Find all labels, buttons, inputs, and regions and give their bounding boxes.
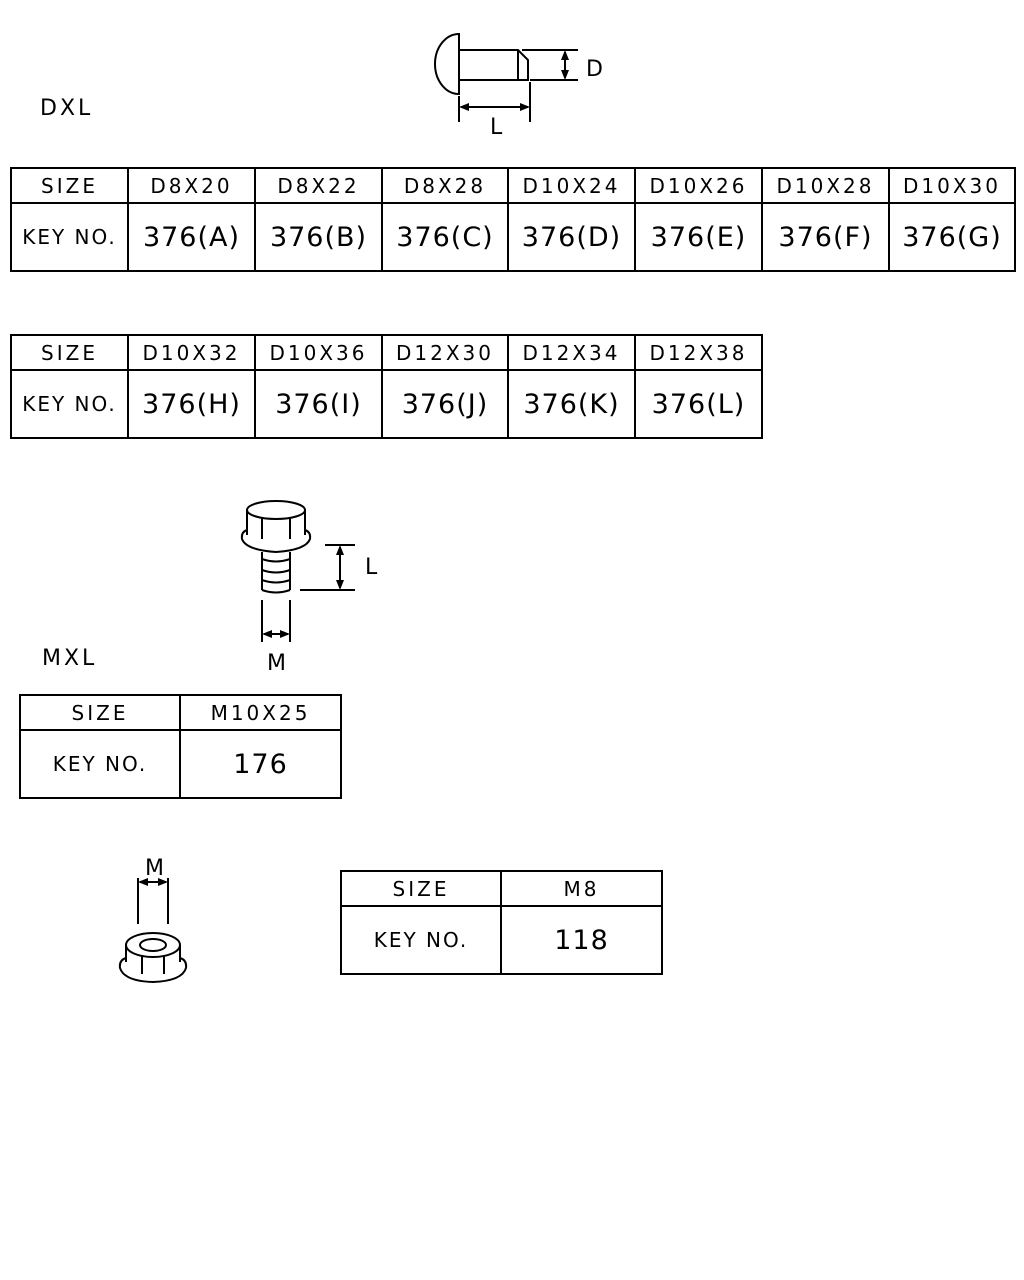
key-cell: 376(A) — [127, 202, 256, 272]
flange-bolt-drawing: L M — [240, 500, 378, 676]
key-cell: 376(L) — [634, 369, 763, 439]
size-cell: M8 — [500, 870, 663, 907]
rivet-dim-l-label: L — [490, 115, 503, 140]
size-row-header: SIZE — [10, 334, 129, 371]
rivet-drawing: D L — [434, 32, 603, 140]
table-row-size: SIZE M10X25 — [19, 694, 342, 731]
size-cell: D12X38 — [634, 334, 763, 371]
size-cell: D10X30 — [888, 167, 1016, 204]
key-cell: 176 — [179, 729, 342, 799]
table-row-key: KEY NO. 376(H) 376(I) 376(J) 376(K) 376(… — [10, 369, 763, 439]
rivet-size-table-2: SIZE D10X32 D10X36 D12X30 D12X34 D12X38 … — [10, 334, 763, 439]
size-cell: D10X32 — [127, 334, 256, 371]
bolt-size-table: SIZE M10X25 KEY NO. 176 — [19, 694, 342, 799]
key-cell: 376(I) — [254, 369, 383, 439]
nut-dim-m-label: M — [145, 856, 164, 881]
flange-nut-drawing: M — [118, 856, 188, 984]
key-cell: 376(B) — [254, 202, 383, 272]
key-row-header: KEY NO. — [340, 905, 502, 975]
size-cell: D10X24 — [507, 167, 636, 204]
table-row-key: KEY NO. 376(A) 376(B) 376(C) 376(D) 376(… — [10, 202, 1016, 272]
size-cell: D8X20 — [127, 167, 256, 204]
rivet-size-table-1: SIZE D8X20 D8X22 D8X28 D10X24 D10X26 D10… — [10, 167, 1016, 272]
bolt-dim-m-label: M — [267, 651, 286, 676]
table-row-key: KEY NO. 118 — [340, 905, 663, 975]
size-cell: D12X30 — [381, 334, 509, 371]
bolt-dim-l-label: L — [365, 555, 378, 580]
size-cell: D8X28 — [381, 167, 509, 204]
key-row-header: KEY NO. — [19, 729, 181, 799]
table-row-size: SIZE D10X32 D10X36 D12X30 D12X34 D12X38 — [10, 334, 763, 371]
key-cell: 376(H) — [127, 369, 256, 439]
size-cell: D12X34 — [507, 334, 636, 371]
key-cell: 376(E) — [634, 202, 763, 272]
size-row-header: SIZE — [19, 694, 181, 731]
size-cell: D8X22 — [254, 167, 383, 204]
key-cell: 376(J) — [381, 369, 509, 439]
key-row-header: KEY NO. — [10, 202, 129, 272]
size-row-header: SIZE — [10, 167, 129, 204]
size-cell: D10X26 — [634, 167, 763, 204]
key-cell: 376(D) — [507, 202, 636, 272]
bolt-section-label: MXL — [42, 646, 98, 671]
key-cell: 376(K) — [507, 369, 636, 439]
key-cell: 376(G) — [888, 202, 1016, 272]
table-row-size: SIZE D8X20 D8X22 D8X28 D10X24 D10X26 D10… — [10, 167, 1016, 204]
rivet-dim-d-label: D — [586, 57, 603, 82]
size-cell: M10X25 — [179, 694, 342, 731]
size-cell: D10X28 — [761, 167, 890, 204]
rivet-section-label: DXL — [40, 96, 94, 121]
table-row-key: KEY NO. 176 — [19, 729, 342, 799]
key-cell: 376(C) — [381, 202, 509, 272]
nut-size-table: SIZE M8 KEY NO. 118 — [340, 870, 663, 975]
size-cell: D10X36 — [254, 334, 383, 371]
key-row-header: KEY NO. — [10, 369, 129, 439]
size-row-header: SIZE — [340, 870, 502, 907]
key-cell: 376(F) — [761, 202, 890, 272]
table-row-size: SIZE M8 — [340, 870, 663, 907]
key-cell: 118 — [500, 905, 663, 975]
